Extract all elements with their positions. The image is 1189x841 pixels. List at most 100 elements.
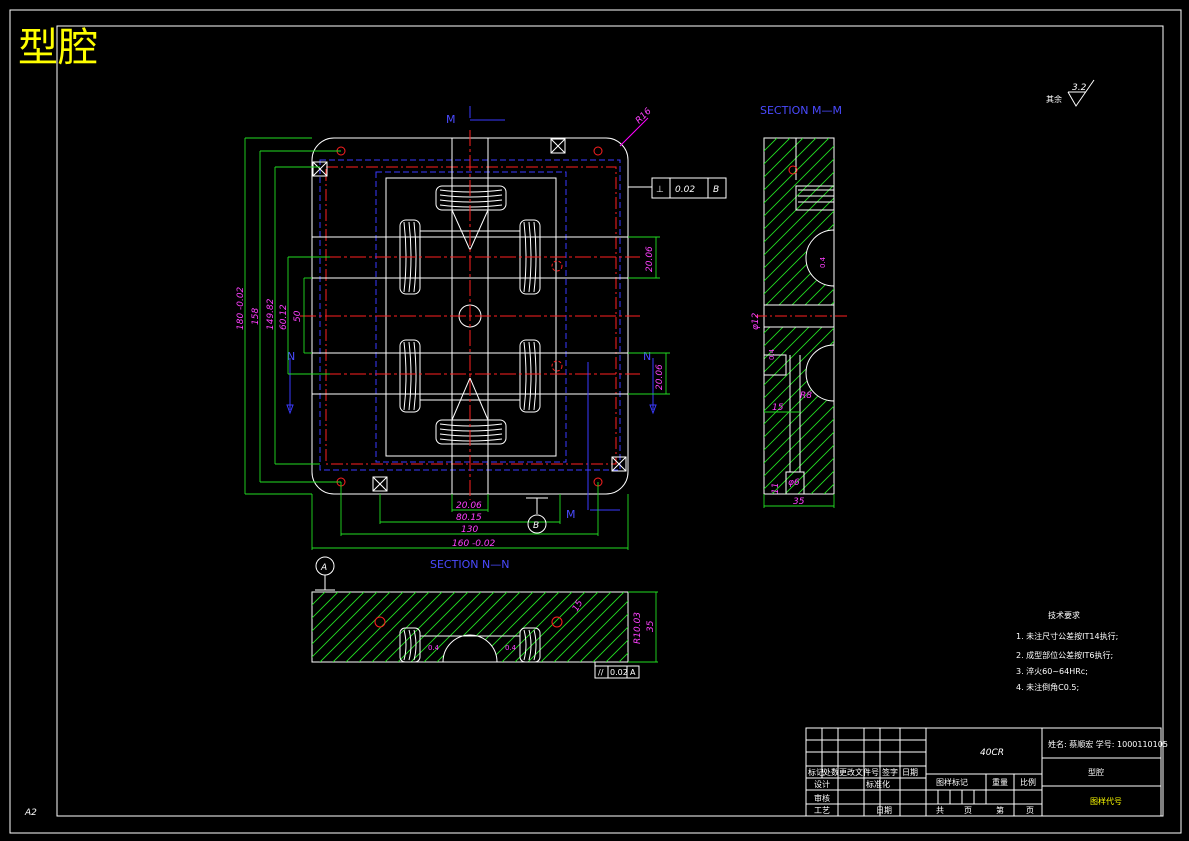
svg-text:3.2: 3.2 (1072, 83, 1087, 93)
tech-req-title: 技术要求 (1048, 610, 1080, 620)
tech-req-item-3: 3. 淬火60~64HRc; (1016, 666, 1088, 676)
section-marker-n-right: N (643, 350, 651, 363)
tech-req-item-4: 4. 未注倒角C0.5; (1016, 682, 1079, 692)
dim-r8: R8 (800, 391, 812, 401)
svg-text:页: 页 (964, 806, 972, 815)
svg-text:B: B (533, 521, 539, 531)
title-block-drawing-no: 图样代号 (1090, 796, 1122, 806)
title-block-part-name: 型腔 (1088, 767, 1104, 777)
section-nn-arc (442, 634, 498, 663)
svg-text:图样标记: 图样标记 (936, 777, 968, 787)
drawing-title: 型腔 (18, 25, 98, 71)
dim-160: 160 (452, 539, 469, 549)
title-block: 40CR 姓名: 蔡顺宏 学号: 1000110105 型腔 图样代号 标记 处… (805, 727, 1168, 817)
dim-11: 11 (771, 483, 781, 494)
thread-insert-left-lower (399, 339, 421, 413)
svg-text:A: A (630, 668, 636, 677)
svg-text:页: 页 (1026, 806, 1034, 815)
dim-180-tol: -0.02 (236, 286, 246, 310)
pin-marker-tl (312, 161, 328, 177)
svg-text:共: 共 (936, 806, 944, 815)
svg-text:0.02: 0.02 (610, 668, 628, 677)
svg-text:标记: 标记 (808, 767, 824, 777)
svg-text://: // (598, 668, 604, 677)
dim-35-side: 35 (793, 497, 805, 507)
section-mm-thread (795, 185, 835, 211)
datum-b-marker (527, 514, 547, 534)
svg-text:B: B (713, 185, 719, 195)
dim-180: 180 (236, 313, 246, 330)
technical-requirements: 技术要求 1. 未注尺寸公差按IT14执行; 2. 成型部位公差按IT6执行; … (1016, 610, 1118, 692)
main-dimensions: 180 -0.02 158 149.82 60.12 50 20.06 20.0… (236, 106, 727, 550)
thread-insert-top (435, 185, 507, 211)
tolerance-frame-perpendicular (651, 177, 727, 199)
svg-text:A: A (320, 563, 327, 573)
dim-20-06-lower: 20.06 (655, 364, 665, 390)
pin-marker-bl (372, 476, 388, 492)
tech-req-item-1: 1. 未注尺寸公差按IT14执行; (1016, 631, 1118, 641)
thread-insert-bottom (435, 419, 507, 445)
ra-bottom-b: 0.4 (505, 644, 517, 652)
svg-text:处数: 处数 (823, 767, 839, 777)
svg-text:日期: 日期 (876, 806, 892, 815)
svg-text:0.02: 0.02 (675, 185, 695, 195)
section-marker-m-bottom: M (566, 508, 576, 521)
section-marker-m-top: M (446, 113, 456, 126)
svg-text:签字: 签字 (882, 767, 898, 777)
dim-130: 130 (461, 525, 478, 535)
tech-req-item-2: 2. 成型部位公差按IT6执行; (1016, 650, 1113, 660)
pin-marker-tr (550, 138, 566, 154)
section-nn-title: SECTION N—N (430, 558, 509, 571)
dim-15: 15 (772, 403, 784, 413)
dim-20-06-bottom: 20.06 (456, 501, 482, 511)
svg-text:比例: 比例 (1020, 777, 1036, 787)
inner-border (56, 25, 1164, 817)
svg-text:日期: 日期 (902, 768, 918, 777)
svg-text:设计: 设计 (814, 779, 830, 789)
section-mm-view: SECTION M—M 35 15 φ12 11 φ6 R8 0.4 0.4 (751, 104, 848, 508)
cavity-border (385, 177, 557, 457)
svg-text:审核: 审核 (814, 793, 830, 803)
dim-15-bottom: 15 (571, 598, 586, 613)
section-nn-thread-left (399, 627, 421, 663)
dim-160-tol: -0.02 (472, 539, 496, 549)
svg-text:其余: 其余 (1046, 94, 1062, 104)
dim-phi6: φ6 (788, 478, 800, 488)
svg-text:更改文件号: 更改文件号 (839, 767, 879, 777)
roughness-note: 其余 3.2 (1046, 79, 1095, 107)
title-block-material: 40CR (980, 748, 1004, 758)
section-mm-title: SECTION M—M (760, 104, 842, 117)
sheet-size-label: A2 (24, 808, 37, 818)
svg-text:第: 第 (996, 805, 1004, 815)
section-mm-arc-lower (805, 344, 835, 402)
svg-text:重量: 重量 (992, 777, 1008, 787)
svg-text:⊥: ⊥ (656, 185, 664, 195)
main-view: M M N N (286, 106, 657, 521)
dim-20-06-upper: 20.06 (645, 246, 655, 272)
svg-text:工艺: 工艺 (814, 806, 830, 815)
title-block-designer: 姓名: 蔡顺宏 学号: 1000110105 (1048, 739, 1168, 749)
ra-side-b: 0.4 (819, 256, 827, 268)
thread-insert-right-lower (519, 339, 541, 413)
dim-35-bottom: 35 (646, 620, 656, 632)
tolerance-frame-parallel (594, 665, 640, 679)
section-nn-thread-right (519, 627, 541, 663)
dim-149: 149.82 (266, 298, 276, 330)
outer-border (9, 9, 1182, 834)
dim-r10: R10.03 (633, 612, 643, 644)
dim-158: 158 (251, 308, 261, 325)
section-marker-n-left: N (287, 350, 295, 363)
ra-bottom-a: 0.4 (428, 644, 440, 652)
dim-phi12: φ12 (751, 312, 761, 330)
section-nn-view: SECTION N—N 35 R10.03 15 0.4 0.4 A (311, 556, 658, 679)
dim-50: 50 (293, 310, 303, 322)
hidden-outline-inner (375, 171, 567, 463)
corner-hole-tr (593, 146, 603, 156)
ra-side-a: 0.4 (768, 348, 776, 360)
section-mm-arc-upper (805, 229, 835, 287)
dim-r16: R16 (634, 106, 654, 126)
svg-text:标准化: 标准化 (866, 779, 890, 789)
dim-60: 60.12 (279, 304, 289, 330)
dim-80-15: 80.15 (456, 513, 482, 523)
